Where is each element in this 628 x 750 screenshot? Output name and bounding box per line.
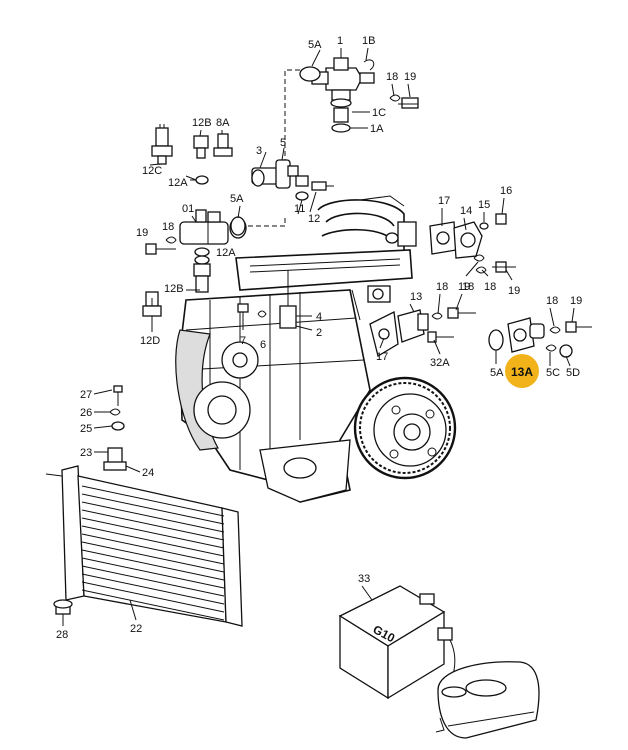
radiator-fin: [81, 565, 225, 597]
label-5: 5: [280, 137, 286, 149]
radiator-fins: [81, 485, 225, 621]
label-5D: 5D: [566, 367, 580, 379]
label-15: 15: [478, 199, 490, 211]
label-5A-right: 5A: [490, 367, 504, 379]
water-flange-right: [429, 213, 516, 274]
label-13: 13: [410, 291, 422, 303]
label-1B: 1B: [362, 35, 375, 47]
label-23: 23: [80, 447, 92, 459]
bolt-group-top-right: [389, 83, 419, 109]
label-4: 4: [316, 311, 322, 323]
label-12B-a: 12B: [192, 117, 212, 129]
radiator-fin: [81, 557, 225, 589]
label-32A: 32A: [430, 357, 450, 369]
radiator-fin: [81, 493, 225, 525]
label-26: 26: [80, 407, 92, 419]
label-01: 01: [182, 203, 194, 215]
radiator-fin: [81, 509, 225, 541]
highlight-marker-13A[interactable]: [505, 354, 539, 388]
label-19-d: 19: [458, 281, 470, 293]
label-19-a: 19: [404, 71, 416, 83]
label-13A[interactable]: 13A: [511, 365, 533, 379]
label-28: 28: [56, 629, 68, 641]
label-2: 2: [316, 327, 322, 339]
radiator-fin: [81, 525, 225, 557]
label-8A: 8A: [216, 117, 230, 129]
label-17-a: 17: [438, 195, 450, 207]
label-3: 3: [256, 145, 262, 157]
coolant-flange-13: [397, 303, 476, 343]
radiator-fin: [81, 485, 225, 517]
radiator-fin: [81, 533, 225, 565]
label-5A-mid: 5A: [230, 193, 244, 205]
label-1: 1: [337, 35, 343, 47]
label-19-e: 19: [570, 295, 582, 307]
label-24: 24: [142, 467, 154, 479]
radiator-fin: [81, 501, 225, 533]
radiator-fin: [81, 517, 225, 549]
coolant-flange-assembly: [284, 47, 375, 178]
radiator-fin: [81, 581, 225, 613]
radiator-fin: [81, 549, 225, 581]
label-33: 33: [358, 573, 370, 585]
label-5C: 5C: [546, 367, 560, 379]
label-1A: 1A: [370, 123, 384, 135]
radiator-fin: [81, 589, 225, 621]
sensor-group-upper-left: [149, 124, 233, 185]
label-27: 27: [80, 389, 92, 401]
label-18-f: 18: [546, 295, 558, 307]
label-18-b: 18: [162, 221, 174, 233]
label-18-e: 18: [436, 281, 448, 293]
label-5A-top: 5A: [308, 39, 322, 51]
label-12B-b: 12B: [164, 283, 184, 295]
label-18-a: 18: [386, 71, 398, 83]
label-17-b: 17: [376, 351, 388, 363]
bolt-group-left: [145, 236, 177, 255]
part-labels: 1 5A 1B 1C 1A 18 19 12B 8A 12C 12A 5 3 5…: [56, 35, 582, 645]
label-19-c: 19: [508, 285, 520, 297]
label-22: 22: [130, 623, 142, 635]
label-18-d: 18: [484, 281, 496, 293]
label-14: 14: [460, 205, 472, 217]
radiator-fin: [81, 541, 225, 573]
label-18-c: 18: [462, 281, 474, 293]
label-7: 7: [240, 335, 246, 347]
radiator: [45, 385, 243, 627]
label-12D: 12D: [140, 335, 160, 347]
coolant-can: [338, 585, 456, 700]
engine-block: [175, 195, 417, 503]
label-25: 25: [80, 423, 92, 435]
label-19-b: 19: [136, 227, 148, 239]
radiator-fin: [81, 573, 225, 605]
label-6: 6: [260, 339, 266, 351]
label-12A-a: 12A: [168, 177, 188, 189]
coolant-flange-13A: [488, 317, 592, 358]
expansion-tank: [435, 661, 540, 739]
thermostat-housing: [179, 209, 286, 293]
label-12: 12: [308, 213, 320, 225]
leader-lines: [62, 129, 575, 626]
flywheel: [353, 376, 457, 480]
label-1C: 1C: [372, 107, 386, 119]
coolant-pipe-assembly: [230, 147, 334, 236]
label-12C: 12C: [142, 165, 162, 177]
label-16: 16: [500, 185, 512, 197]
label-12A-b: 12A: [216, 247, 236, 259]
